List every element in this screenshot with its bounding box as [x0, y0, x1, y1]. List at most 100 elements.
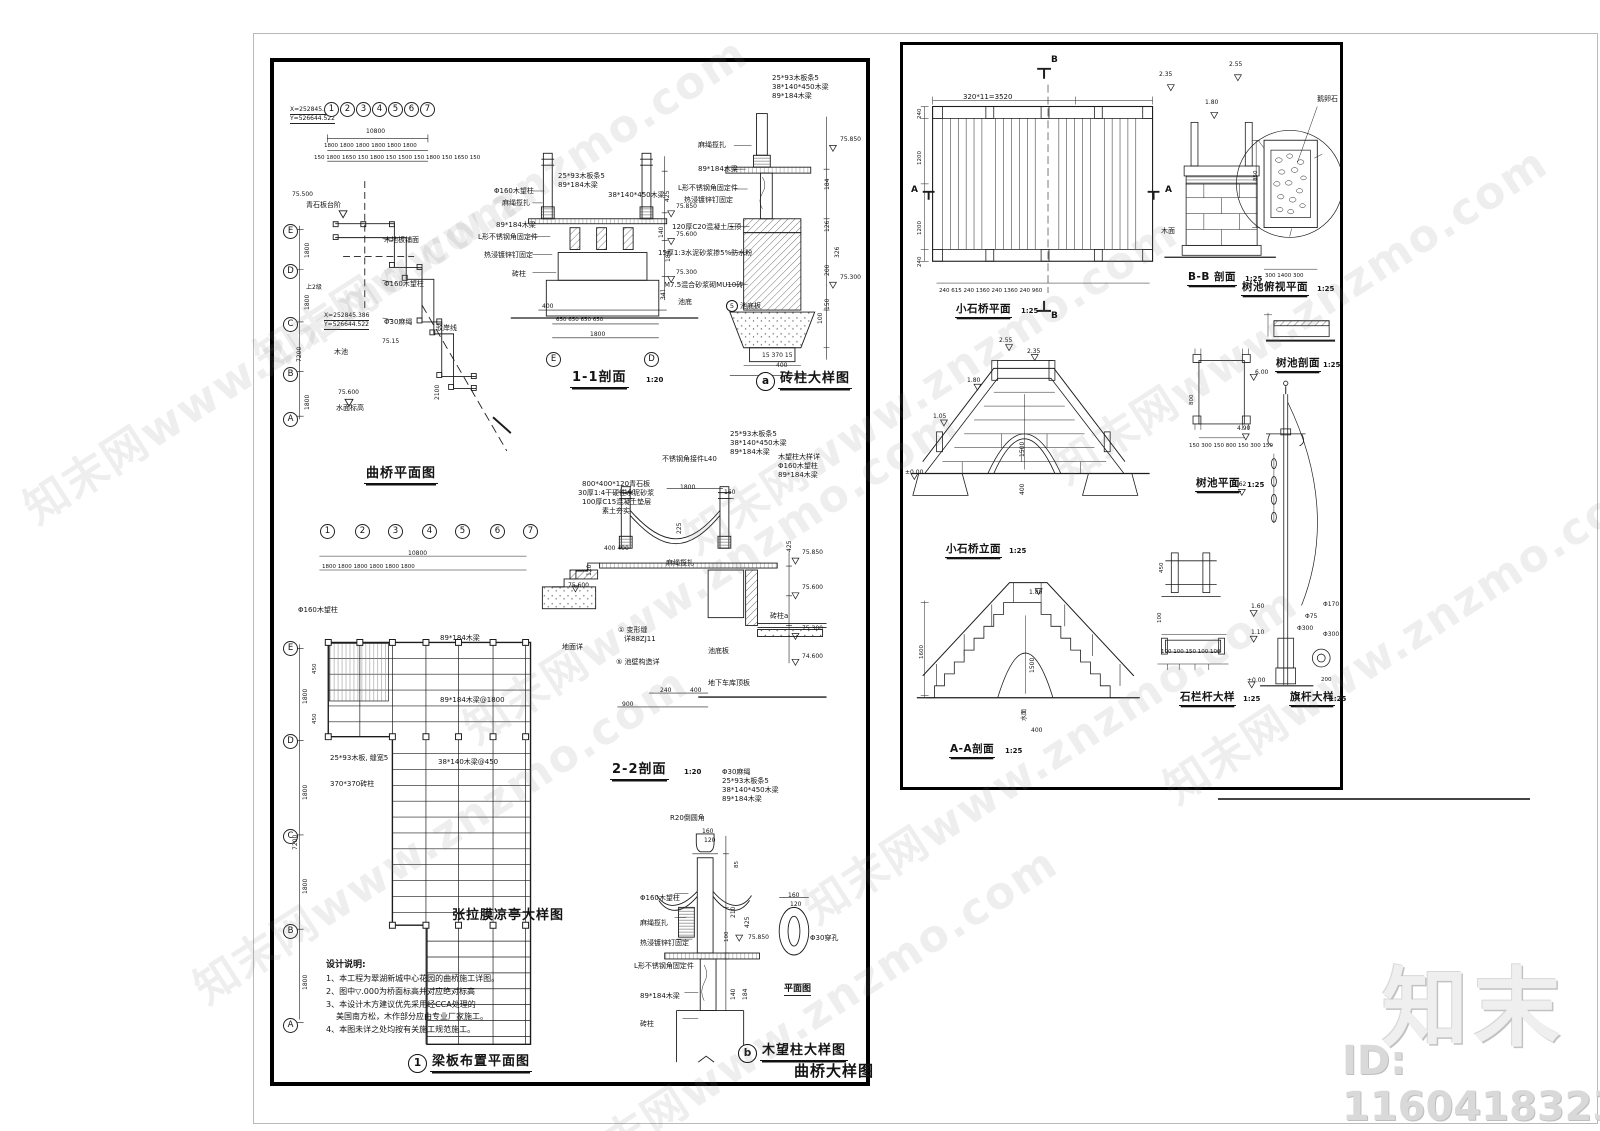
dim-label: 225 [676, 522, 683, 534]
dim-row: 1800 1800 1800 1800 1800 1800 [324, 143, 417, 149]
bridge-plan-linework [920, 67, 1160, 312]
dim-label: 400 [690, 687, 702, 694]
dim-label: 1800 [302, 878, 309, 894]
level-label: 75.600 [676, 231, 697, 238]
tree-top-linework [1236, 106, 1340, 270]
note-label: 驳岸线 [436, 324, 457, 332]
note-label: 木望柱大样详 [778, 453, 820, 461]
beam-grid-linework [295, 555, 532, 1045]
dim-label: 1600 [919, 645, 925, 659]
level-label: 1.05 [933, 413, 947, 420]
notes-line: 美国南方松，木作部分应由专业厂家施工。 [336, 1012, 488, 1021]
dim-label: 120 [790, 901, 802, 908]
dia-label: Φ75 [1305, 613, 1318, 620]
level-label: 75.300 [676, 269, 697, 276]
level-label: 75.600 [338, 389, 359, 396]
dia-label: Φ170 [1323, 601, 1340, 608]
flagpole-linework [1237, 380, 1331, 689]
grid-bubble: C [283, 829, 298, 844]
level-label: 2.35 [1159, 71, 1173, 78]
note-label: Φ160木望柱 [778, 462, 818, 470]
left-drawing-frame: X=252845.386 Y=526644.522 1 2 3 4 5 6 7 … [270, 58, 873, 1086]
level-label: 75.300 [840, 274, 861, 281]
note-label: 89*184木梁 [772, 92, 812, 100]
note-label: 木地板铺面 [384, 236, 419, 244]
dim-label: 341 [660, 288, 667, 300]
note-label: 25*93木板条5 [722, 777, 769, 785]
dia-label: Φ300 [1323, 631, 1340, 638]
dim-label: 1200 [917, 221, 923, 235]
coord-label: Y=526644.522 [324, 321, 369, 330]
note-label: 89*184木梁 [558, 181, 598, 189]
grid-bubble: D [283, 734, 298, 749]
level-label: 75.15 [382, 338, 400, 345]
grid-bubble: E [283, 641, 298, 656]
grid-bubble: 4 [372, 102, 387, 117]
note-label: Φ30穿孔 [810, 934, 839, 942]
scale-label: 1:25 [1247, 481, 1265, 489]
dim-label: 10800 [366, 128, 386, 135]
dim-label: 160 [788, 892, 800, 899]
drawing-title: A-A剖面 [949, 743, 996, 759]
note-label: L形不锈钢角固定件 [478, 233, 538, 241]
dim-label: 240 [917, 108, 923, 120]
dim-label: 326 [834, 246, 841, 258]
dim-label: 1800 [302, 974, 309, 990]
note-label: 不锈钢角接件L40 [662, 455, 717, 463]
detail-tag: 1 [408, 1054, 427, 1073]
dim-label: 240 [660, 687, 672, 694]
note-label: 89*184木梁 [722, 795, 762, 803]
dim-row: 100 100 150 100 100 [1161, 649, 1221, 655]
dim-label: 850 [1253, 170, 1259, 182]
coord-label: Y=526644.522 [290, 115, 335, 124]
dim-label: 200 [824, 264, 831, 276]
drawing-title: 石栏杆大样 [1179, 691, 1236, 707]
notes-line: 2、图中▽.000为桥面标高并对应绝对标高 [326, 987, 476, 996]
scale-label: 1:25 [1245, 275, 1263, 283]
level-label: ±0.00 [905, 469, 924, 476]
note-label: 麻绳揽扎 [640, 919, 668, 927]
dim-label: 100 [817, 312, 824, 324]
brick-detail-linework [725, 113, 838, 376]
dim-label: 425 [664, 190, 671, 202]
note-label: 地面详 [562, 643, 583, 651]
note-label: M7.5混合砂浆砌MU10砖 [664, 281, 744, 289]
note-label: 38*140*450木梁 [608, 191, 665, 199]
note-label: Φ30麻绳 [722, 768, 751, 776]
level-label: 75.500 [292, 191, 313, 198]
section22-linework [541, 486, 827, 708]
dim-label: 450 [312, 713, 318, 725]
note-label: 木池 [334, 348, 348, 356]
drawing-title: 旗杆大样 [1289, 691, 1335, 707]
notes-line: 3、本设计木方建议优先采用经CCA处理的 [326, 1000, 476, 1009]
dia-label: Φ300 [1297, 625, 1314, 632]
note-label: 38*140*450木梁 [772, 83, 829, 91]
dim-label: 7200 [292, 834, 299, 850]
dim-label: 140 [730, 988, 737, 1000]
level-label: 4.90 [1237, 425, 1251, 432]
grid-bubble: 2 [340, 102, 355, 117]
section-marker: B [1051, 311, 1058, 321]
note-label: 青石板台阶 [306, 201, 341, 209]
note-label: ① 变形缝 [618, 626, 648, 634]
note-label: 30厚1:4干硬性水泥砂浆 [578, 489, 655, 497]
dim-label: 800 [1189, 394, 1195, 406]
grid-bubble: 6 [490, 524, 505, 539]
grid-bubble: 3 [388, 524, 403, 539]
dim-label: 1800 [302, 688, 309, 704]
section-marker: B [1051, 55, 1058, 65]
dim-label: 150 [824, 298, 831, 310]
level-label: 1.10 [1251, 629, 1265, 636]
note-label: 89*184木梁 [698, 165, 738, 173]
level-label: 75.600 [568, 582, 589, 589]
note-label: 池底板 [708, 647, 729, 655]
note-label: 25*93木板条5 [730, 430, 777, 438]
right-linework [910, 67, 1340, 699]
dim-label: 120 [704, 837, 716, 844]
note-label: 水面 [1021, 708, 1028, 721]
note-label: 素土夯实 [602, 507, 630, 515]
note-label: 地下车库顶板 [708, 679, 750, 687]
ref-bubble: 5 [726, 300, 738, 312]
notes-line: 1、本工程为翠湖新城中心花园的曲桥施工详图。 [326, 974, 500, 983]
